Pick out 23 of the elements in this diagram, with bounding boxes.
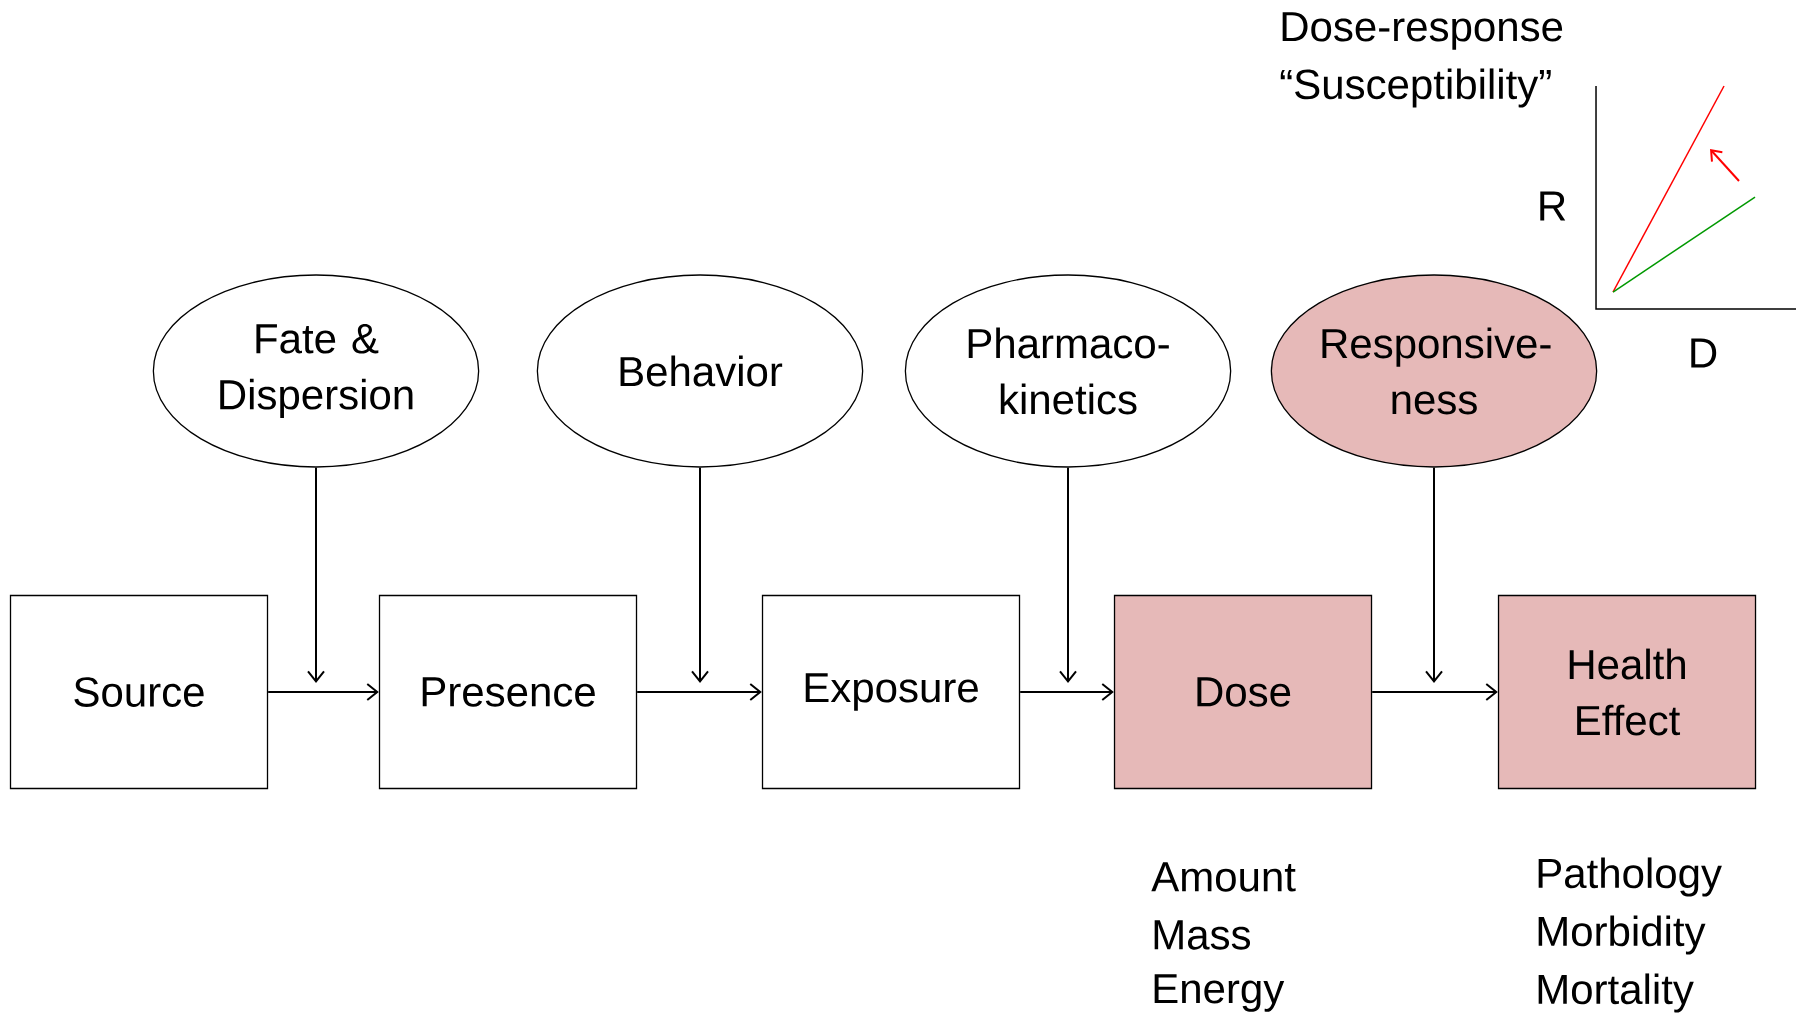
arrow [636,683,762,701]
node-note: Mortality [1538,973,1694,1013]
arrow [307,466,325,683]
chart-title: Dose-response [1282,12,1563,50]
node-note: Pathology [1538,857,1722,897]
node-note: Energy [1154,974,1285,1012]
process-box: Presence [378,594,638,790]
axis-label: R [1540,191,1566,221]
chart-title: “Susceptibility” [1280,68,1551,108]
process-box: Exposure [761,594,1021,790]
arrow [267,683,379,701]
node-note: Mass [1154,920,1251,950]
arrow [1425,466,1443,683]
arrow [1059,466,1077,683]
node-note: Morbidity [1538,915,1706,955]
process-box: Source [9,594,269,790]
arrow [1019,683,1114,701]
arrow [1371,683,1498,701]
node-note: Amount [1151,862,1296,892]
axis-label: D [1691,338,1717,368]
arrow [691,466,709,683]
process-box: Dose [1113,594,1373,790]
process-box: Health Effect [1497,594,1757,790]
